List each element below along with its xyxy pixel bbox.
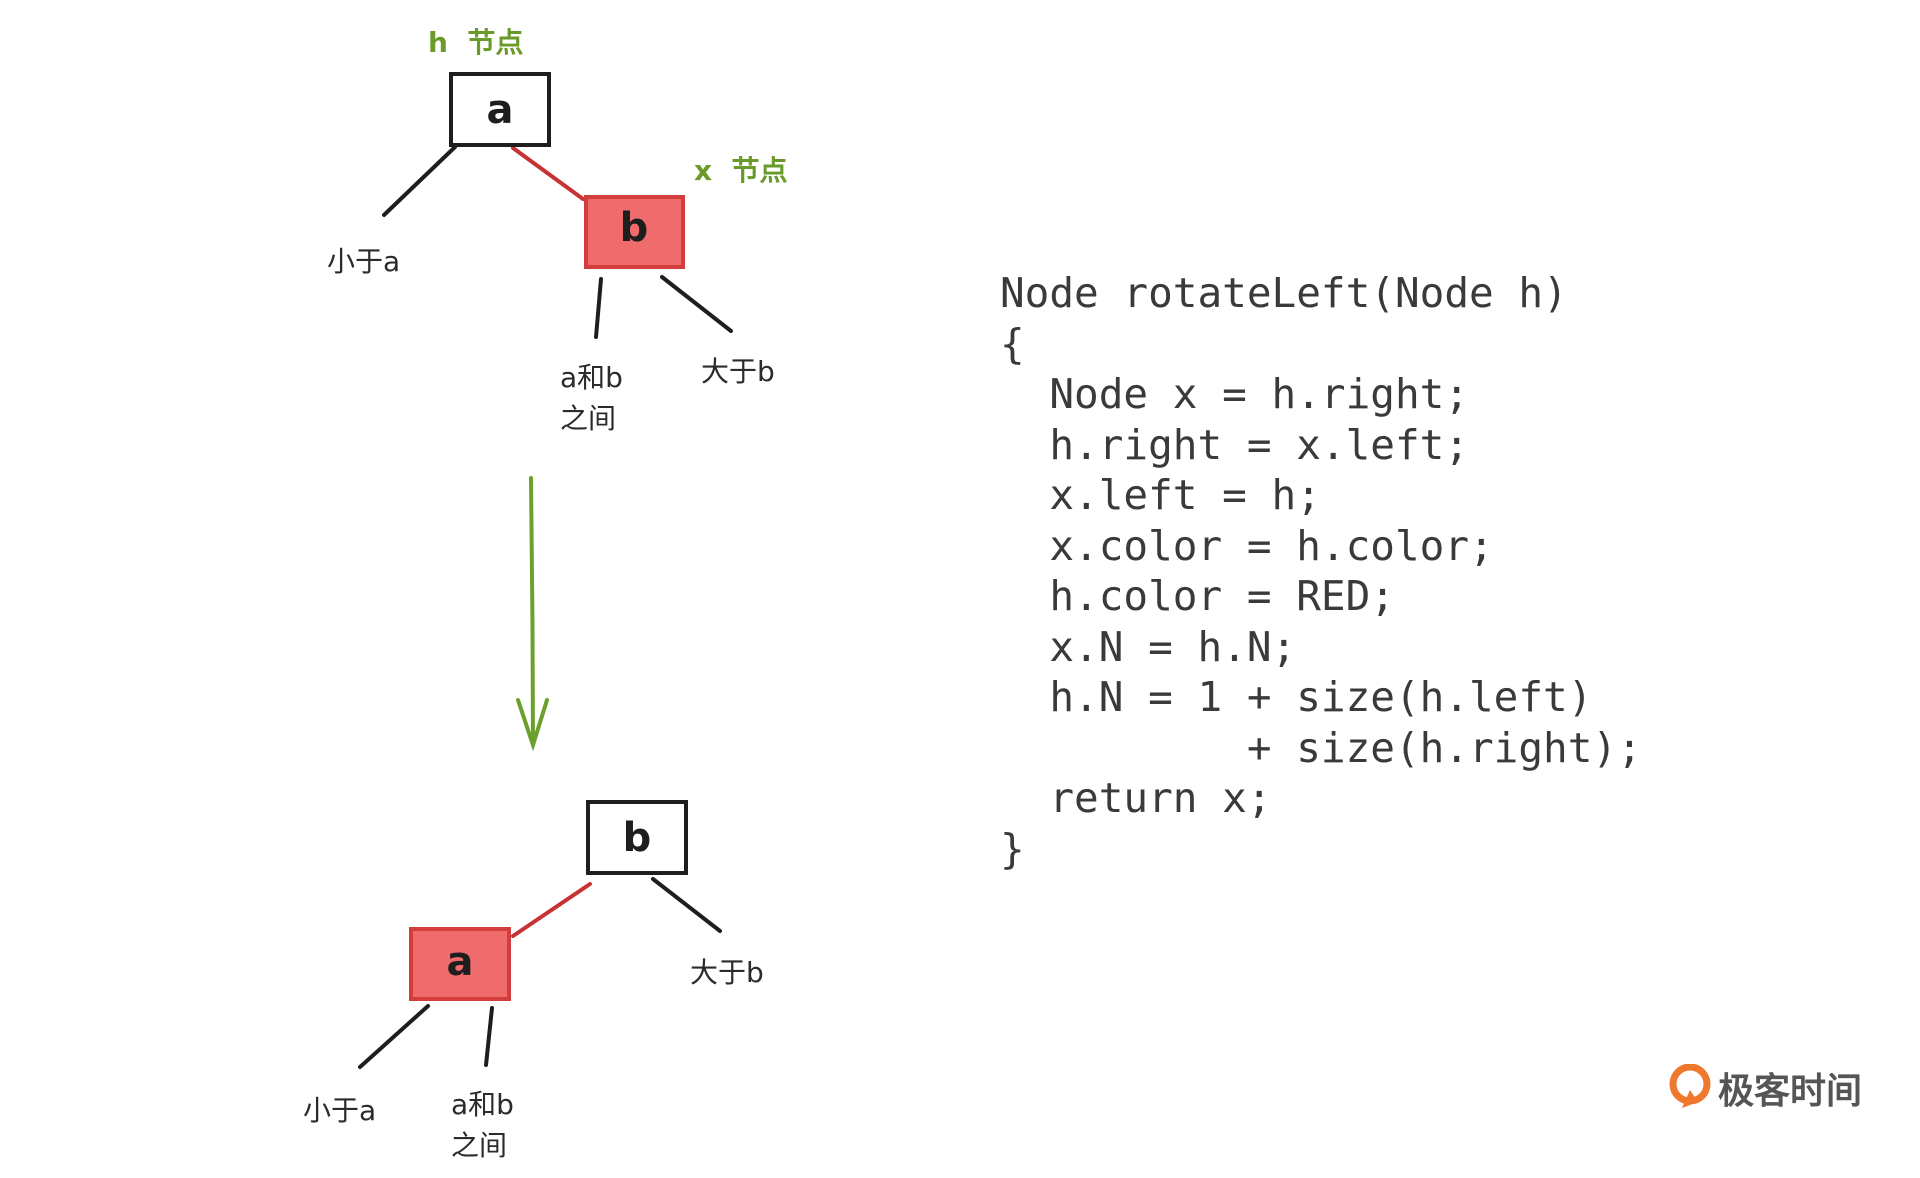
edge-a-left	[382, 145, 457, 217]
leaf-greater-than-b: 大于b	[701, 355, 775, 388]
code-line: Node x = h.right;	[1000, 370, 1469, 418]
leaf-between-a-b-line2: 之间	[560, 402, 616, 435]
geektime-logo-icon	[1669, 1064, 1711, 1108]
node-a-box	[449, 72, 551, 147]
edge-a-left-after	[358, 1004, 430, 1069]
edge-b-right	[660, 275, 733, 333]
code-line: Node rotateLeft(Node h)	[1000, 269, 1568, 317]
x-node-annotation: x 节点	[694, 154, 788, 187]
leaf-between-a-b-line1: a和b	[560, 361, 623, 394]
edge-a-right-after	[484, 1006, 494, 1067]
node-b-red-box	[584, 195, 685, 269]
code-line: h.N = 1 + size(h.left)	[1000, 673, 1593, 721]
leaf-less-than-a: 小于a	[327, 245, 400, 278]
code-line: x.color = h.color;	[1000, 521, 1494, 570]
brand-name: 极客时间	[1718, 1071, 1863, 1112]
brand-logo: 极客时间	[1668, 1062, 1862, 1114]
red-link-a-b	[511, 146, 585, 201]
code-line: return x;	[1000, 774, 1272, 822]
after-tree: b a 大于b 小于a a和b 之间	[303, 800, 764, 1162]
red-link-b-a	[511, 882, 592, 938]
leaf-greater-than-b-after: 大于b	[690, 956, 764, 989]
code-line: h.color = RED;	[1000, 572, 1395, 620]
code-line: }	[1000, 824, 1025, 873]
node-a-red-box	[409, 927, 511, 1001]
code-line: x.left = h;	[1000, 471, 1321, 519]
down-arrow-icon	[516, 476, 549, 752]
edge-b-right-after	[651, 877, 722, 933]
leaf-between-a-b-after-line1: a和b	[451, 1088, 514, 1121]
node-b-box	[586, 800, 688, 875]
node-b-label-after: b	[623, 815, 652, 861]
code-line: {	[1000, 319, 1025, 368]
leaf-between-a-b-after-line2: 之间	[451, 1129, 507, 1162]
before-tree: h 节点 a x 节点 b 小于a a和b 之间 大于b	[327, 26, 788, 435]
edge-b-left	[594, 277, 603, 339]
down-arrow-shaft	[529, 476, 535, 747]
code-line: h.right = x.left;	[1000, 420, 1469, 469]
leaf-less-than-a-after: 小于a	[303, 1094, 376, 1127]
node-a-label: a	[487, 87, 514, 133]
code-line: + size(h.right);	[1000, 723, 1642, 772]
code-line: x.N = h.N;	[1000, 622, 1297, 671]
h-node-annotation: h 节点	[428, 26, 523, 59]
node-b-label: b	[620, 205, 649, 251]
down-arrow-head	[516, 698, 549, 752]
rotate-left-code-block: Node rotateLeft(Node h){ Node x = h.righ…	[1000, 268, 1642, 874]
node-a-label-after: a	[447, 939, 474, 985]
